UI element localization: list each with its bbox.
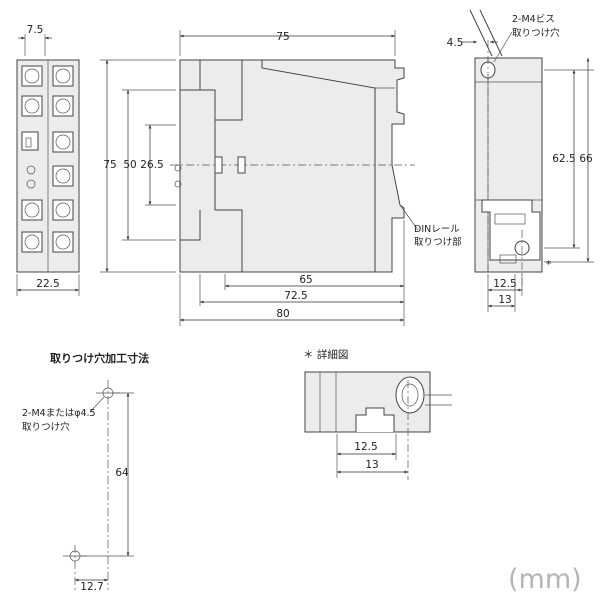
right-view-height-66: 66 [579,153,593,165]
unit-label: (mm) [508,564,582,595]
din-rail-label-line1: DINレール [414,224,460,235]
mounting-hole-label-line1: 2-M4またはφ4.5 [22,408,96,419]
right-view-screw-label-line2: 取りつけ穴 [512,27,560,39]
right-view-height-62-5: 62.5 [552,153,575,165]
mounting-title: 取りつけ穴加工寸法 [50,351,149,365]
din-rail-label-line2: 取りつけ部 [414,236,462,248]
detail-width-13: 13 [365,459,378,471]
left-view-top-width: 7.5 [27,24,44,36]
front-view-width-72-5: 72.5 [284,290,307,302]
left-view-terminals [21,65,74,253]
front-view-height-mid: 50 [123,159,136,171]
right-view: 4.5 2-M4ビス 取りつけ穴 62.5 66 * 12.5 13 [447,9,594,312]
left-view: 7.5 22.5 [16,24,80,296]
detail-width-12-5: 12.5 [354,441,377,453]
detail-title: ＊ 詳細図 [303,348,348,361]
right-view-screw-label-line1: 2-M4ビス [512,14,555,25]
detail-view: ＊ 詳細図 12.5 13 [303,348,452,480]
front-view-top-width: 75 [276,31,289,43]
front-view-height-outer: 75 [103,159,116,171]
mounting-pitch: 64 [115,467,129,479]
front-view: 75 75 50 26.5 65 72.5 80 DINレール 取りつけ部 [100,30,462,326]
right-view-width-13: 13 [498,294,511,306]
left-view-bottom-width: 22.5 [36,278,59,290]
right-view-offset-top: 4.5 [447,37,464,49]
mounting-hole-drawing: 取りつけ穴加工寸法 2-M4またはφ4.5 取りつけ穴 64 12.7 [22,351,149,593]
right-view-width-12-5: 12.5 [493,278,516,290]
front-view-height-inner: 26.5 [140,159,163,171]
mounting-offset: 12.7 [80,581,103,593]
front-view-width-65: 65 [299,274,312,286]
front-view-body [179,59,405,273]
mounting-hole-label-line2: 取りつけ穴 [22,421,70,433]
right-view-detail-mark: * [546,259,551,271]
front-view-width-80: 80 [276,308,289,320]
